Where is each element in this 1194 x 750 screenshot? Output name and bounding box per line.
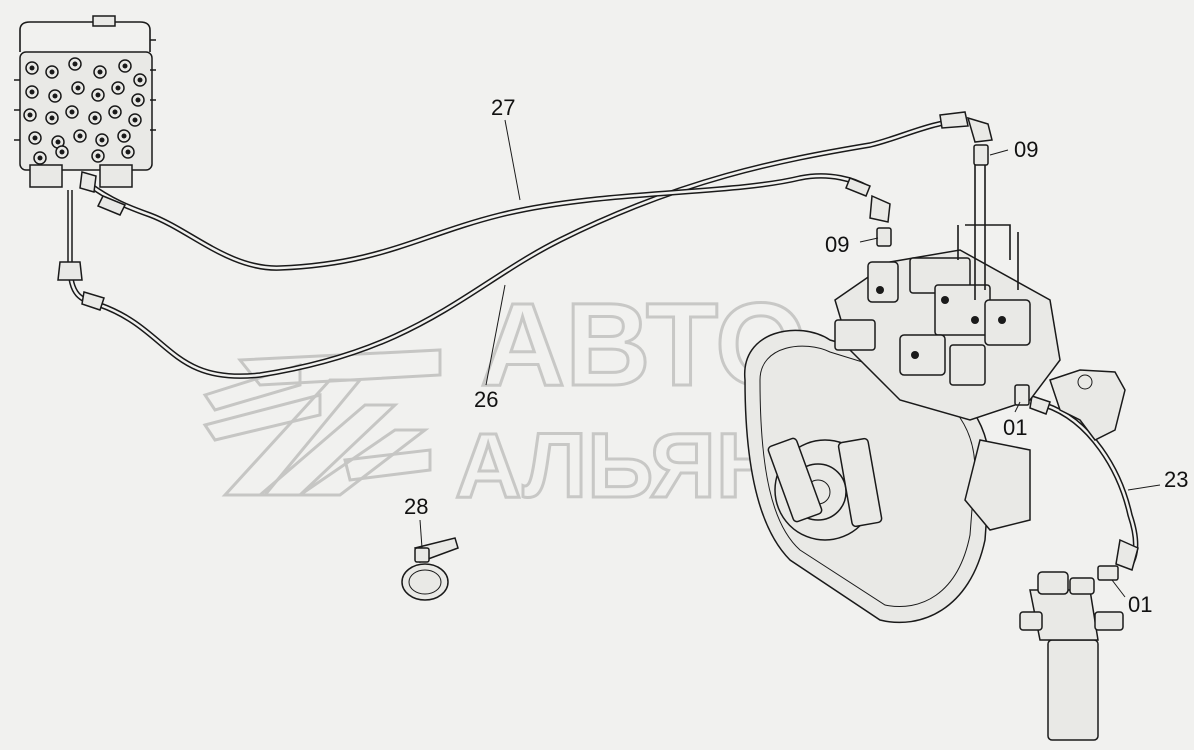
- callout-28: 28: [404, 494, 428, 519]
- valve-port-center: [37, 155, 43, 161]
- valve-port-center: [29, 89, 35, 95]
- valve-port-center: [115, 85, 121, 91]
- adapter-09-left: [876, 227, 892, 247]
- valve-port-center: [112, 109, 118, 115]
- valve-port-center: [29, 65, 35, 71]
- valve-port-center: [95, 153, 101, 159]
- adapter-01-lower: [1097, 565, 1119, 581]
- callout-09-top: 09: [1014, 137, 1038, 162]
- valve-port-center: [99, 137, 105, 143]
- valve-port-center: [52, 93, 58, 99]
- callout-01-upper: 01: [1003, 415, 1027, 440]
- callout-26: 26: [474, 387, 498, 412]
- callout-01-lower: 01: [1128, 592, 1152, 617]
- adapter-01-upper: [1014, 384, 1030, 406]
- valve-port-center: [122, 63, 128, 69]
- callout-23: 23: [1164, 467, 1188, 492]
- hose-fittings: [57, 111, 1139, 571]
- valve-port-center: [72, 61, 78, 67]
- valve-port-center: [132, 117, 138, 123]
- hose-clamp: [401, 537, 459, 601]
- valve-port-center: [125, 149, 131, 155]
- adapter-09-top: [973, 144, 989, 166]
- valve-port-center: [55, 139, 61, 145]
- valve-port-center: [49, 69, 55, 75]
- valve-port-center: [95, 92, 101, 98]
- valve-port-center: [75, 85, 81, 91]
- valve-port-center: [32, 135, 38, 141]
- valve-port-center: [121, 133, 127, 139]
- valve-port-center: [59, 149, 65, 155]
- callout-27: 27: [491, 95, 515, 120]
- line-filter: [1019, 571, 1124, 741]
- hose-27: [67, 117, 966, 379]
- adapters: [876, 144, 1119, 581]
- pump-assembly: [744, 145, 1126, 624]
- callout-09-left: 09: [825, 232, 849, 257]
- hose-26: [88, 173, 870, 271]
- watermark-logo: [202, 348, 442, 497]
- valve-port-center: [77, 133, 83, 139]
- leader-lines: [419, 119, 1161, 598]
- control-valve-block: [14, 15, 156, 188]
- valve-port-center: [137, 77, 143, 83]
- valve-port-center: [92, 115, 98, 121]
- valve-port-center: [97, 69, 103, 75]
- valve-port-center: [49, 115, 55, 121]
- valve-port-center: [135, 97, 141, 103]
- valve-port-center: [69, 109, 75, 115]
- valve-port-center: [27, 112, 33, 118]
